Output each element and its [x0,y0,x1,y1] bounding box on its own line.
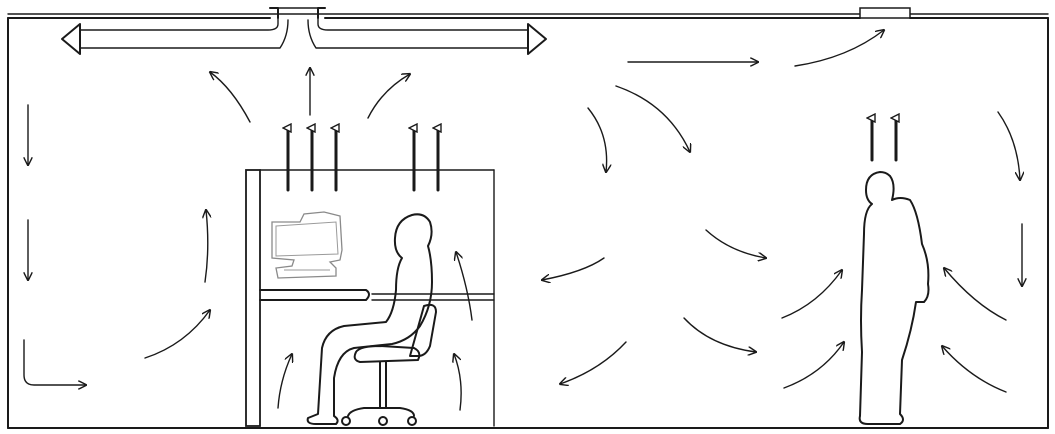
computer-monitor-icon [271,211,343,279]
left-wall-airflow [23,104,86,385]
exhaust-grille-icon [859,7,911,19]
workstation-inner-airflow [277,252,473,411]
supply-diffuser-icon [61,7,547,55]
room-outline [7,13,1049,429]
seated-person-icon [306,213,433,425]
mid-room-airflow [542,30,884,389]
workstation-plume-arrows [288,128,438,192]
office-chair-icon [341,303,437,426]
standing-person-icon [858,171,930,425]
workstation-cubicle [245,169,495,427]
workstation-left-airflow [144,68,410,359]
standing-plume-arrows [872,118,896,162]
right-wall-airflow [942,111,1022,393]
